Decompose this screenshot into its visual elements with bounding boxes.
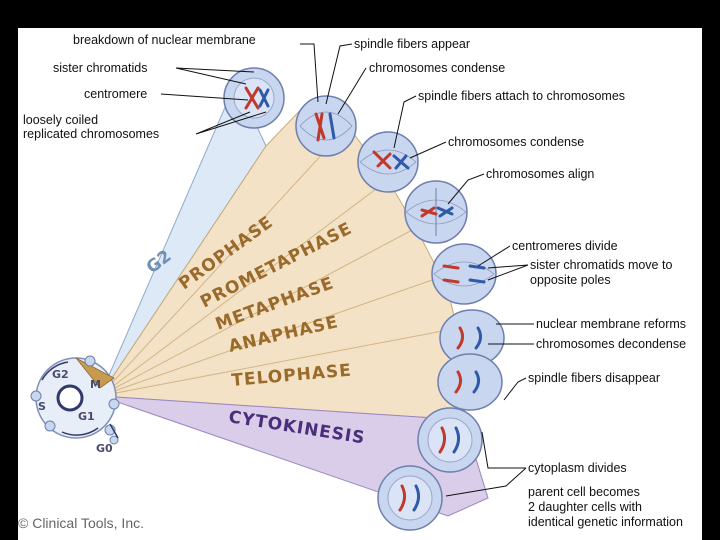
- label-sister-chromatids: sister chromatids: [53, 61, 147, 75]
- label-centromere: centromere: [84, 87, 147, 101]
- label-spindle-appear: spindle fibers appear: [354, 37, 470, 51]
- cell-cycle-diagram: G2 PROPHASE PROMETAPHASE METAPHASE ANAPH…: [18, 33, 686, 531]
- cell-metaphase: [404, 180, 468, 244]
- cell-g2: [223, 67, 285, 129]
- diagram-panel: G2 PROPHASE PROMETAPHASE METAPHASE ANAPH…: [18, 28, 702, 540]
- divider-3: [99, 227, 417, 397]
- cycle-g2-label: G2: [52, 368, 69, 381]
- cell-prometaphase: [357, 131, 419, 193]
- label-cytoplasm-divides: cytoplasm divides: [528, 461, 627, 475]
- label-spindle-attach: spindle fibers attach to chromosomes: [418, 89, 625, 103]
- divider-5: [99, 329, 449, 397]
- label-move-1: sister chromatids move to: [530, 258, 672, 272]
- label-condense-2: chromosomes condense: [448, 135, 584, 149]
- cell-telophase: [437, 309, 505, 411]
- label-spindle-disappear: spindle fibers disappear: [528, 371, 660, 385]
- label-identical-genetic: identical genetic information: [528, 515, 683, 529]
- cell-cycle-circle: G2 M S G1 G0: [30, 355, 120, 455]
- cycle-g1-label: G1: [78, 410, 95, 423]
- label-parent-cell: parent cell becomes: [528, 485, 640, 499]
- cycle-g0-label: G0: [96, 442, 113, 455]
- label-replicated-chromosomes: replicated chromosomes: [23, 127, 159, 141]
- cell-prophase: [295, 95, 357, 157]
- label-daughter-cells: 2 daughter cells with: [528, 500, 642, 514]
- divider-1: [99, 125, 349, 397]
- label-loosely-coiled: loosely coiled: [23, 113, 98, 127]
- cycle-s-label: S: [38, 400, 46, 413]
- label-nuclear-reforms: nuclear membrane reforms: [536, 317, 686, 331]
- label-centromeres-divide: centromeres divide: [512, 239, 618, 253]
- cell-daughter-2: [377, 465, 443, 531]
- cell-daughter-1: [417, 407, 483, 473]
- label-align: chromosomes align: [486, 167, 594, 181]
- label-condense-1: chromosomes condense: [369, 61, 505, 75]
- label-decondense: chromosomes decondense: [536, 337, 686, 351]
- label-move-2: opposite poles: [530, 273, 611, 287]
- copyright-text: © Clinical Tools, Inc.: [18, 515, 144, 531]
- cycle-m-label: M: [90, 378, 101, 391]
- divider-2: [99, 179, 389, 397]
- label-breakdown: breakdown of nuclear membrane: [73, 33, 256, 47]
- cell-anaphase: [431, 243, 497, 305]
- divider-4: [99, 277, 439, 397]
